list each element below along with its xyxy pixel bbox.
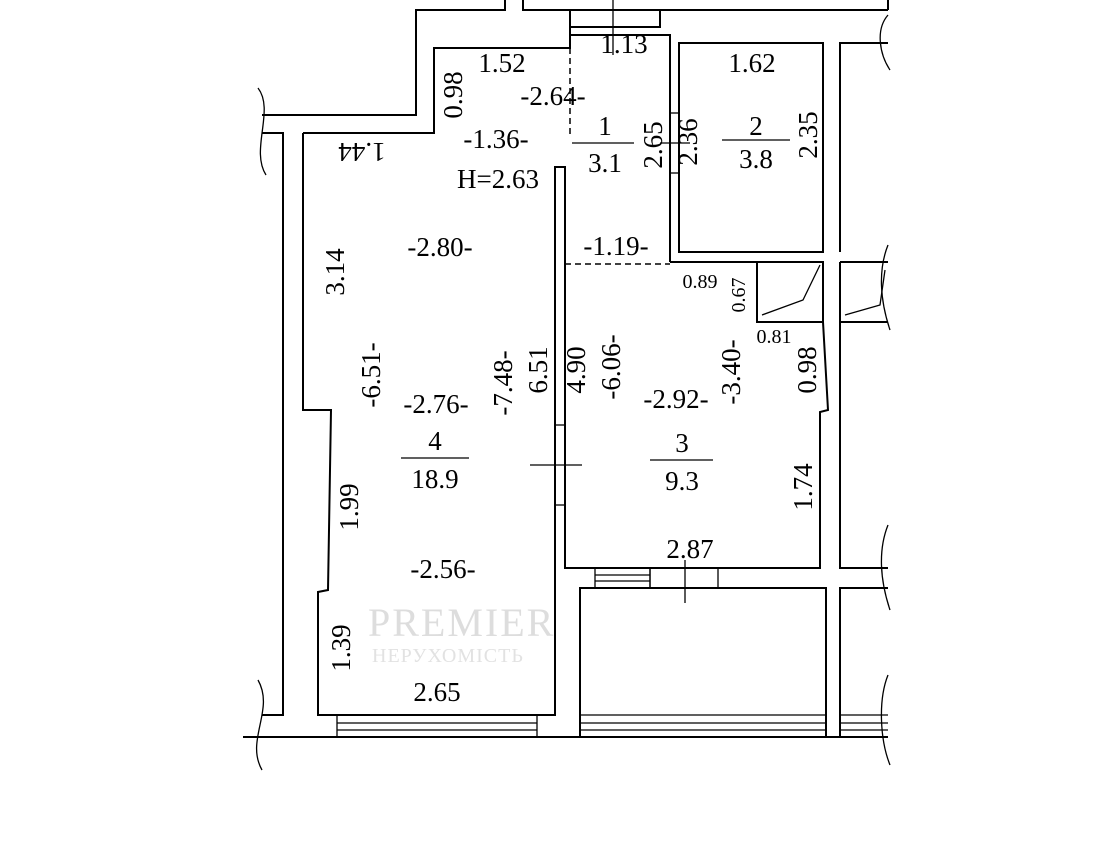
dim: 0.89 [683,271,718,293]
dim: -3.40- [716,339,746,404]
room-3-area: 9.3 [665,466,699,496]
dim: 1.99 [334,483,364,530]
room-1-number: 1 [598,111,612,141]
dim: 1.74 [788,463,818,511]
dim: 1.52 [478,48,525,78]
dim: 4.90 [561,346,591,393]
dim: 2.65 [638,121,668,168]
room-4-number: 4 [428,426,442,456]
room-1-area: 3.1 [588,148,622,178]
dim: -2.64- [520,81,585,111]
ceiling-height: H=2.63 [457,164,539,194]
dim: 2.87 [666,534,713,564]
dimensions: 1.13 1.52 0.98 -2.64- -1.36- 1.44 1.62 2… [320,29,823,707]
watermark-line2: НЕРУХОМІСТЬ [372,645,524,667]
dim: 0.67 [728,278,750,313]
dim: -2.56- [410,554,475,584]
dim: -1.36- [463,124,528,154]
watermark-line1: PREMIER [368,600,555,645]
dim: -1.19- [583,231,648,261]
dim: 6.51 [523,346,553,393]
room-2-area: 3.8 [739,144,773,174]
watermark: PREMIER НЕРУХОМІСТЬ [368,600,555,667]
room-2-number: 2 [749,111,763,141]
dim: 1.44 [338,137,386,167]
dim: 0.81 [757,326,792,348]
room-labels: 1 3.1 2 3.8 3 9.3 4 18.9 H=2.63 [401,111,790,496]
dim: 3.14 [320,248,350,296]
dim: 0.98 [792,346,822,393]
dim: 1.39 [326,624,356,671]
dim: -7.48- [488,350,518,415]
dim: 0.98 [438,71,468,118]
dim: 1.62 [728,48,775,78]
room-3-number: 3 [675,428,689,458]
dim: -6.51- [356,342,386,407]
dim: -2.80- [407,232,472,262]
dim: 2.65 [413,677,460,707]
dim: 2.36 [673,118,703,165]
room-4-area: 18.9 [411,464,458,494]
dim: 1.13 [600,29,647,59]
dim: -2.92- [643,384,708,414]
dim: -6.06- [596,334,626,399]
dim: -2.76- [403,389,468,419]
walls [243,0,891,771]
dim: 2.35 [793,111,823,158]
